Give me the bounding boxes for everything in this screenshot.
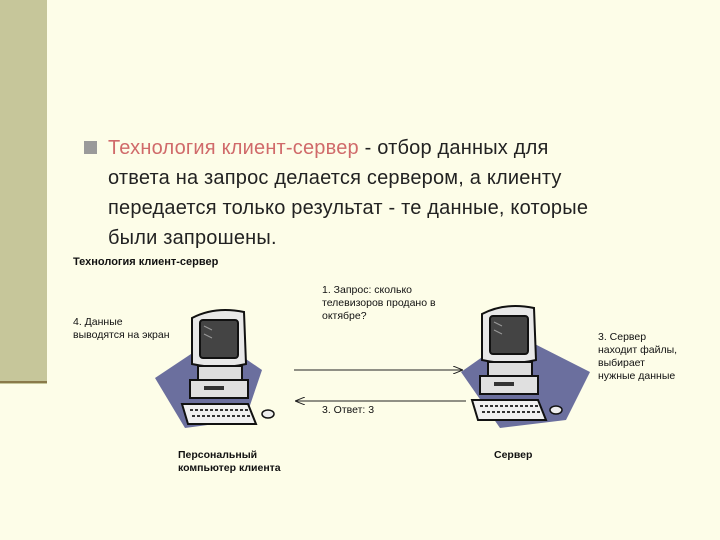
client-caption: Персональный компьютер клиента: [178, 449, 281, 475]
server-label-line: нужные данные: [598, 370, 676, 382]
request-label-line: 1. Запрос: сколько: [322, 284, 413, 296]
client-caption-line: Персональный: [178, 449, 258, 461]
server-process-label: 3. Сервер находит файлы, выбирает нужные…: [598, 331, 677, 383]
request-label-line: октябре?: [322, 310, 367, 322]
sidebar-divider: [0, 381, 47, 383]
server-computer-icon: [461, 305, 590, 428]
bullet-line-1-rest: - отбор данных для: [358, 137, 549, 159]
bullet-line-2: ответа на запрос делается сервером, а кл…: [108, 167, 562, 189]
client-caption-line: компьютер клиента: [178, 462, 281, 474]
sidebar-band: [0, 0, 47, 384]
server-label-line: 3. Сервер: [598, 331, 647, 343]
client-computer-icon: [155, 309, 275, 428]
display-label-line: выводятся на экран: [73, 329, 170, 341]
answer-label: 3. Ответ: 3: [322, 404, 375, 416]
term-highlight: Технология клиент-сервер: [108, 137, 359, 159]
diagram-title: Технология клиент-сервер: [73, 256, 219, 268]
bullet-line-1: Технология клиент-сервер - отбор данных …: [108, 133, 708, 163]
display-label-line: 4. Данные: [73, 316, 123, 328]
bullet-line-4: были запрошены.: [108, 227, 277, 249]
bullet-line-3: передается только результат - те данные,…: [108, 197, 589, 219]
server-label-line: выбирает: [598, 357, 645, 369]
server-label-line: находит файлы,: [598, 344, 678, 356]
bullet-paragraph: Технология клиент-сервер - отбор данных …: [108, 133, 708, 253]
request-label: 1. Запрос: сколько телевизоров продано в…: [322, 284, 436, 323]
request-label-line: телевизоров продано в: [322, 297, 436, 309]
display-label: 4. Данные выводятся на экран: [73, 316, 170, 342]
bullet-marker: [84, 141, 97, 154]
server-caption: Сервер: [494, 449, 533, 461]
